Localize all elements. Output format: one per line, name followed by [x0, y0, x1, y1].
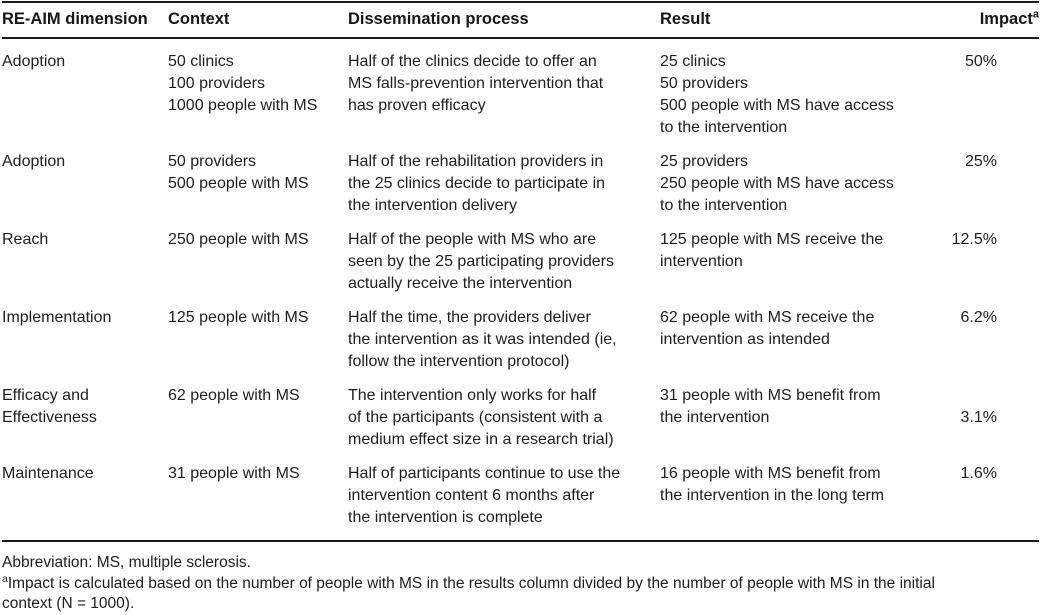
cell-context: 62 people with MS	[168, 387, 300, 404]
cell-dimension: Adoption	[2, 53, 66, 70]
table-row: Reach 250 people with MS Half of the peo…	[2, 217, 1039, 295]
cell-result: 16 people with MS benefit from the inter…	[660, 451, 950, 542]
cell-context: 31 people with MS	[168, 451, 348, 542]
cell-process: Half of the clinics decide to offer an M…	[348, 53, 604, 114]
abbreviation-note: Abbreviation: MS, multiple sclerosis.	[2, 554, 251, 571]
column-header-result: Result	[660, 2, 950, 39]
cell-process: The intervention only works for half of …	[348, 387, 614, 448]
cell-impact: 25%	[964, 153, 997, 170]
impact-header-label: Impact	[979, 10, 1033, 28]
column-header-impact: Impacta	[950, 2, 1039, 39]
cell-process: Half of participants continue to use the…	[348, 451, 660, 542]
table-row: Efficacy and Effectiveness 62 people wit…	[2, 373, 1039, 451]
cell-process: Half of the people with MS who are seen …	[348, 231, 614, 292]
cell-process: Half of the rehabilitation providers in …	[348, 153, 606, 214]
table-row: Adoption 50 providers 500 people with MS…	[2, 139, 1039, 217]
table-body: Adoption 50 clinics 100 providers 1000 p…	[2, 38, 1039, 542]
cell-dimension: Implementation	[2, 309, 112, 326]
table-header: RE-AIM dimension Context Dissemination p…	[2, 2, 1039, 39]
column-header-context: Context	[168, 2, 348, 39]
cell-context: 125 people with MS	[168, 309, 309, 326]
impact-footnote: aImpact is calculated based on the numbe…	[2, 572, 1039, 615]
cell-context: 50 clinics 100 providers 1000 people wit…	[168, 53, 318, 114]
cell-impact: 50%	[964, 53, 997, 70]
cell-process: Half the time, the providers deliver the…	[348, 309, 617, 370]
cell-result: 25 providers 250 people with MS have acc…	[660, 153, 894, 214]
cell-result: 25 clinics 50 providers 500 people with …	[660, 53, 894, 136]
table-row: Adoption 50 clinics 100 providers 1000 p…	[2, 38, 1039, 139]
reaim-table: RE-AIM dimension Context Dissemination p…	[2, 1, 1039, 542]
table-footnotes: Abbreviation: MS, multiple sclerosis. aI…	[2, 553, 1039, 615]
cell-dimension: Efficacy and Effectiveness	[2, 387, 97, 426]
cell-dimension: Reach	[2, 231, 49, 248]
superscript-marker: a	[1032, 8, 1039, 21]
cell-result: 31 people with MS benefit from the inter…	[660, 387, 881, 426]
cell-dimension: Adoption	[2, 153, 66, 170]
cell-result: 125 people with MS receive the intervent…	[660, 231, 884, 270]
cell-impact: 12.5%	[951, 231, 997, 248]
cell-impact: 1.6%	[950, 451, 1039, 542]
cell-impact: 6.2%	[960, 309, 997, 326]
header-row: RE-AIM dimension Context Dissemination p…	[2, 2, 1039, 39]
cell-context: 250 people with MS	[168, 231, 309, 248]
footnote-marker: a	[2, 572, 8, 585]
cell-impact: 3.1%	[960, 409, 997, 426]
impact-footnote-text: Impact is calculated based on the number…	[2, 574, 935, 613]
table-row: Maintenance 31 people with MS Half of pa…	[2, 451, 1039, 542]
table-row: Implementation 125 people with MS Half t…	[2, 295, 1039, 373]
cell-dimension: Maintenance	[2, 451, 168, 542]
column-header-dimension: RE-AIM dimension	[2, 2, 168, 39]
column-header-process: Dissemination process	[348, 2, 660, 39]
cell-context: 50 providers 500 people with MS	[168, 153, 309, 192]
cell-result: 62 people with MS receive the interventi…	[660, 309, 875, 348]
